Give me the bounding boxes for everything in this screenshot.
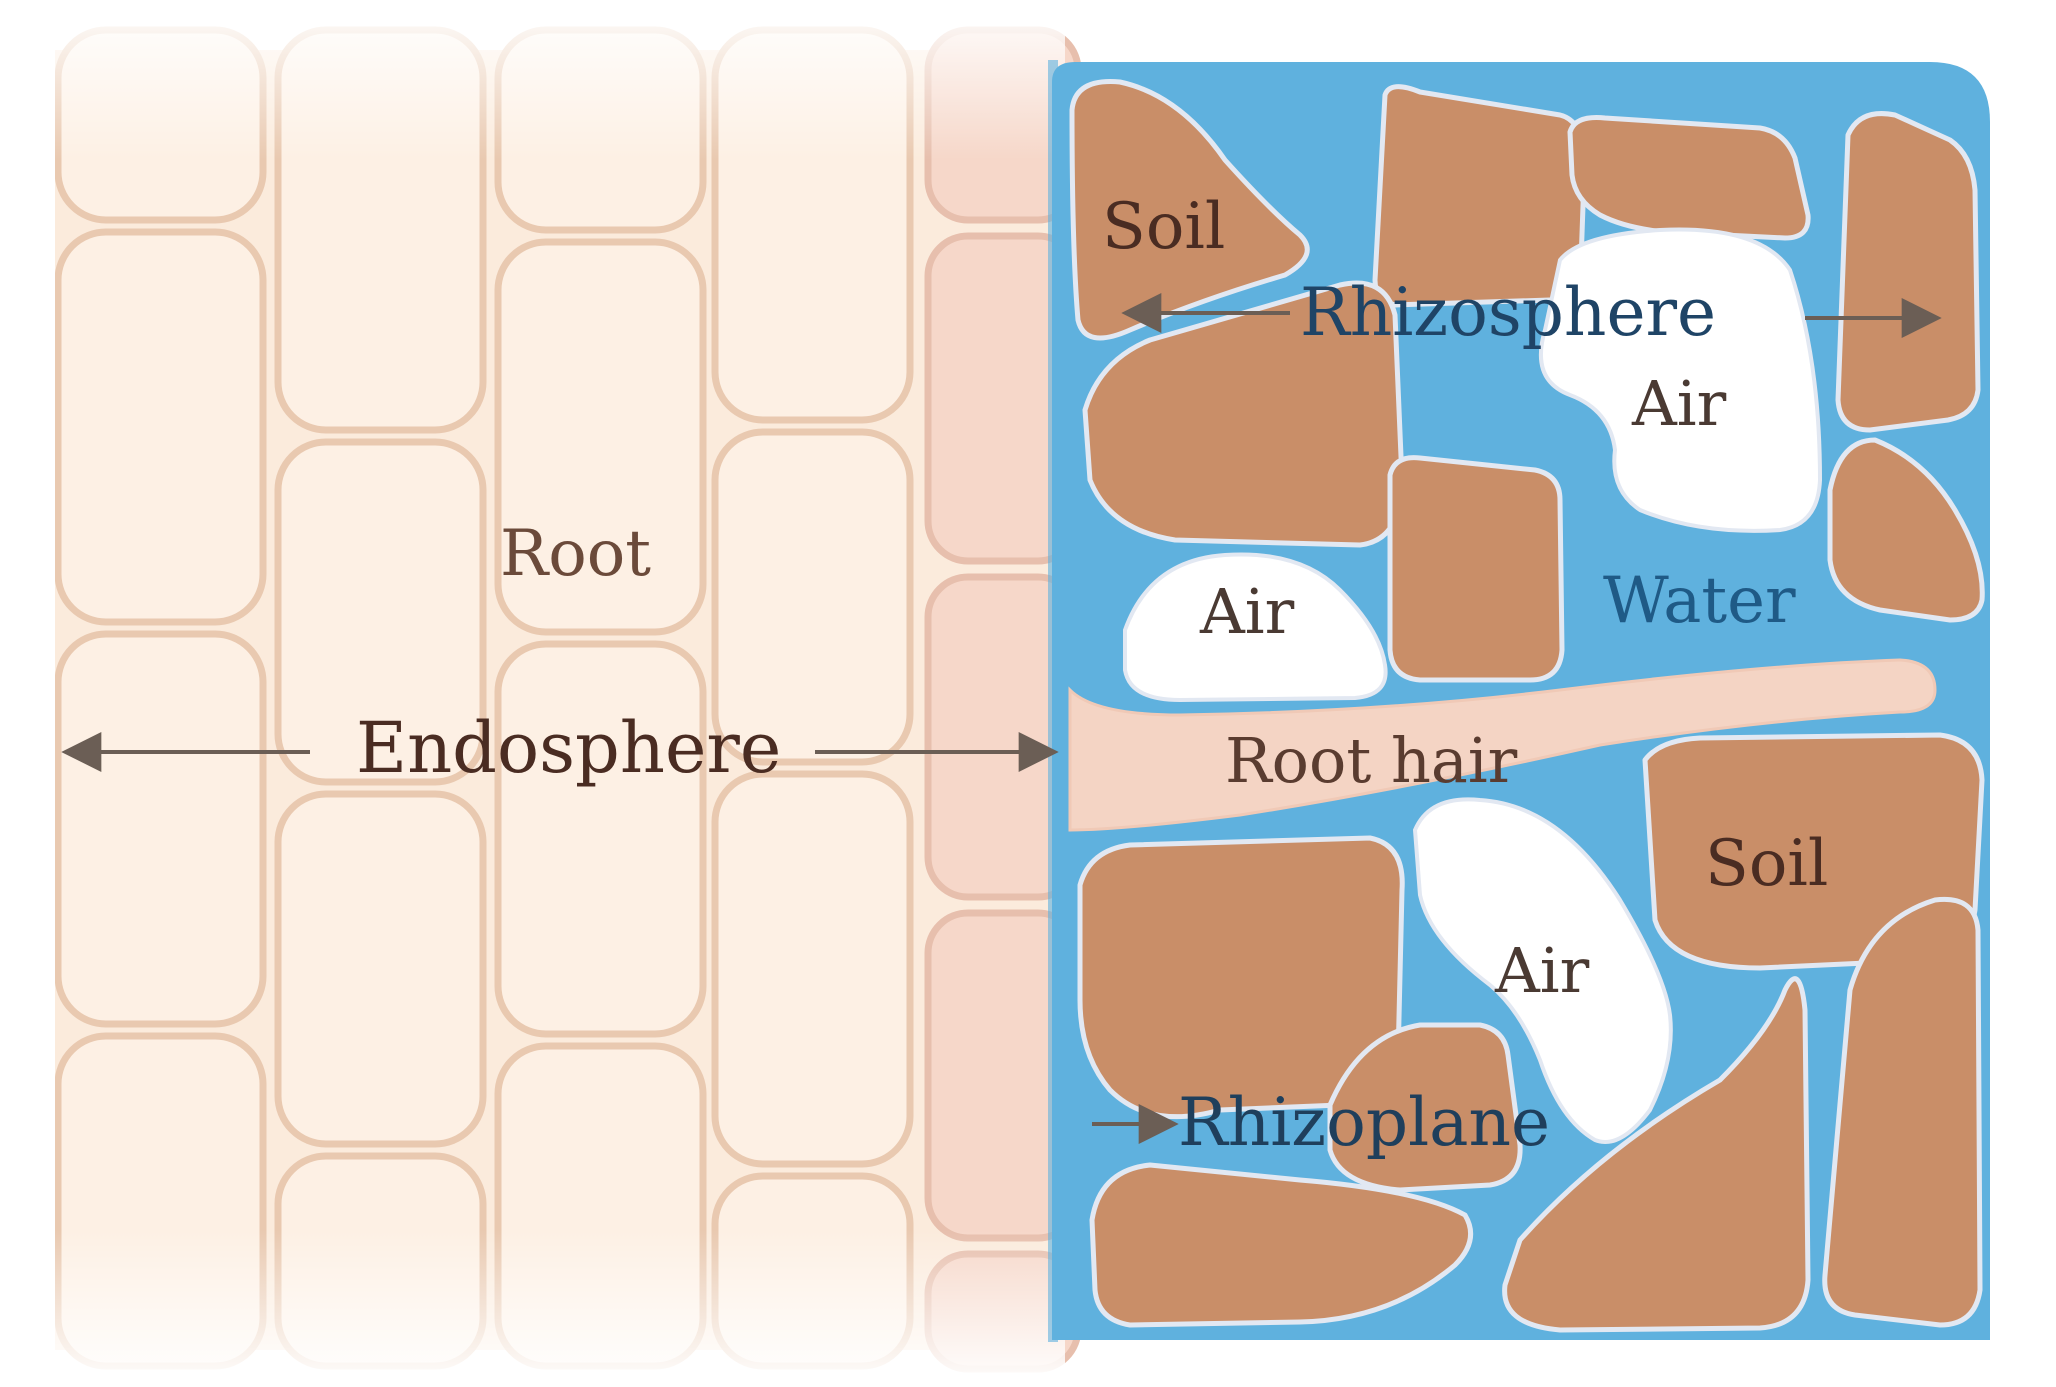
label-root-hair: Root hair <box>1225 724 1518 797</box>
labels: Soil Rhizosphere Air Root Air Water Endo… <box>356 190 1828 1161</box>
air-pocket <box>1412 797 1673 1144</box>
soil-particle <box>1089 1162 1474 1328</box>
soil-particle <box>1822 896 1983 1328</box>
label-soil-right: Soil <box>1705 827 1828 901</box>
root-tissue <box>0 0 1082 1387</box>
soil-particle <box>1502 976 1811 1333</box>
air-pocket <box>1538 227 1823 533</box>
air-pocket <box>1123 552 1388 703</box>
soil-particle <box>1327 1022 1523 1193</box>
root-cell <box>54 228 267 626</box>
soil-particle <box>1069 79 1310 341</box>
label-root: Root <box>500 517 651 591</box>
root-cell <box>494 640 707 1038</box>
root-cell <box>274 438 487 786</box>
label-rhizoplane: Rhizoplane <box>1178 1084 1550 1161</box>
label-endosphere: Endosphere <box>356 707 781 789</box>
label-air-bottom: Air <box>1494 934 1590 1007</box>
arrows <box>61 293 1942 1144</box>
root-cell <box>274 790 487 1148</box>
soil-particle <box>1827 437 1985 623</box>
label-soil-top: Soil <box>1102 190 1225 264</box>
root-cell <box>711 428 914 766</box>
root-cell <box>711 770 914 1168</box>
soil-particle <box>1372 84 1588 308</box>
soil-particle <box>1567 115 1811 241</box>
soil-region <box>1048 60 1990 1342</box>
label-air-middle: Air <box>1199 575 1295 648</box>
soil-particle <box>1835 111 1981 433</box>
soil-particle <box>1387 455 1565 683</box>
root-cell <box>54 630 267 1028</box>
label-rhizosphere: Rhizosphere <box>1300 274 1716 351</box>
label-water: Water <box>1603 564 1796 638</box>
root-hair <box>1068 658 1937 832</box>
root-cell <box>494 238 707 636</box>
label-air-top-right: Air <box>1631 367 1727 440</box>
